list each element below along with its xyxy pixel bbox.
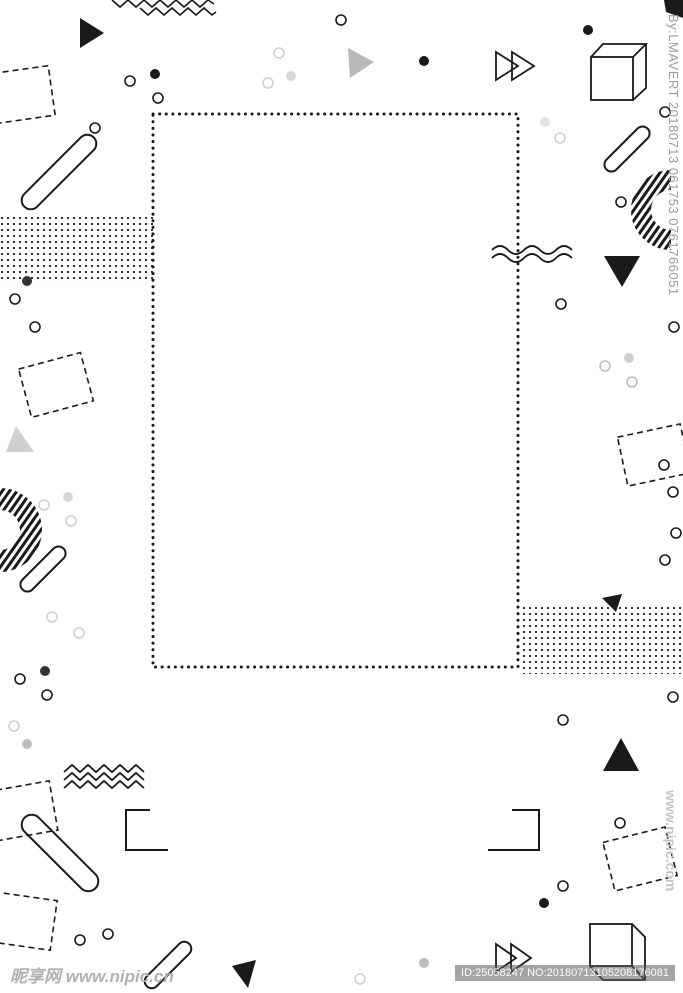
dotted-frame — [151, 112, 520, 669]
wave-right — [491, 245, 573, 255]
watermark-side-text: By:LMAVERT 20180713 061753 0761766051 — [666, 14, 681, 296]
corner-bracket-right — [488, 809, 540, 851]
dashed-rect-2 — [17, 351, 95, 419]
circles — [8, 14, 682, 985]
striped-ring-left — [0, 488, 42, 572]
zigzag-top — [111, 0, 215, 9]
watermark-logo-text: 昵享网 www.nipic.cn — [10, 967, 174, 986]
wave-right-2 — [491, 253, 573, 263]
double-arrow-top — [495, 50, 536, 82]
cube-top — [590, 43, 649, 101]
halftone-field-left — [0, 215, 153, 283]
triangle-bottom-black — [232, 960, 256, 988]
triangle-left-gray — [6, 426, 34, 452]
dashed-rect-6 — [0, 890, 59, 952]
dashed-rect-5 — [601, 826, 679, 892]
dashed-rect-3 — [616, 422, 683, 488]
capsule-right-top — [603, 125, 651, 173]
triangle-top-corner — [664, 0, 683, 18]
zigzag-bottom-left — [63, 763, 145, 790]
watermark-site-text: www.nipic.com — [663, 790, 679, 892]
capsule-left-bottom — [20, 813, 100, 893]
triangle-right-up — [603, 738, 639, 771]
dashed-rect-4 — [0, 779, 59, 843]
zigzag-top-2 — [139, 6, 217, 17]
striped-ring-right — [631, 170, 671, 250]
triangle-top-black — [80, 18, 104, 48]
halftone-field-right — [520, 606, 683, 674]
triangle-right-small — [602, 594, 622, 612]
dashed-rect-1 — [0, 64, 57, 126]
capsule-left-top — [20, 133, 98, 211]
triangle-top-gray — [348, 48, 374, 78]
triangle-right-down — [604, 256, 640, 287]
capsule-left-mid — [19, 545, 67, 593]
capsule-bottom — [143, 940, 193, 990]
watermark-id-text: ID:25058247 NO:20180713105208176081 — [455, 965, 675, 981]
corner-bracket-left — [125, 809, 168, 851]
